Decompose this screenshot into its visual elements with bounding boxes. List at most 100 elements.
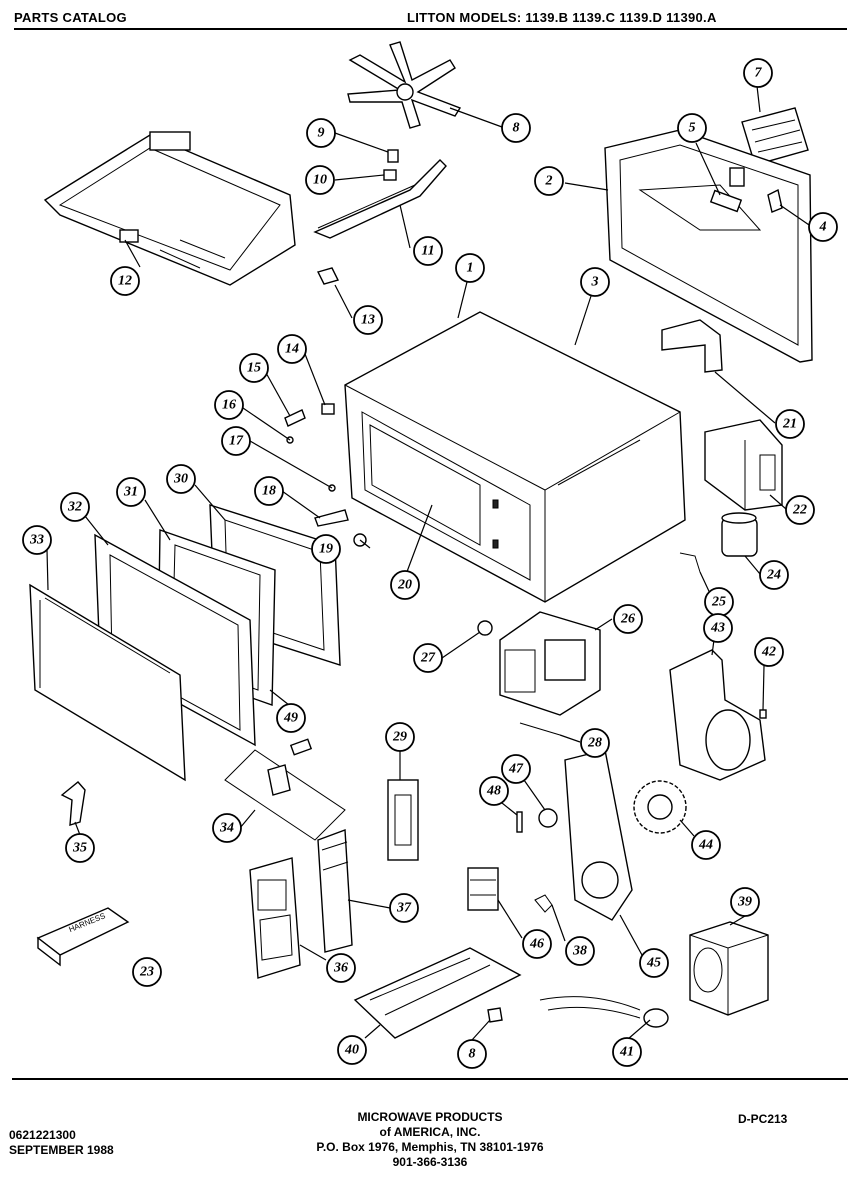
bracket-part: [661, 319, 723, 373]
callout-3: 3: [580, 267, 610, 297]
callout-46: 46: [522, 929, 552, 959]
callout-30: 30: [166, 464, 196, 494]
svg-text:13: 13: [361, 313, 375, 328]
callout-20: 20: [390, 570, 420, 600]
svg-text:19: 19: [319, 542, 333, 557]
svg-text:21: 21: [782, 417, 797, 432]
svg-text:34: 34: [219, 821, 234, 836]
callout-23: 23: [132, 957, 162, 987]
callout-27: 27: [413, 643, 443, 673]
motor-pulley-part: [538, 808, 558, 828]
footer-publisher: MICROWAVE PRODUCTS of AMERICA, INC. P.O.…: [250, 1110, 610, 1170]
svg-text:38: 38: [572, 944, 587, 959]
callout-34: 34: [212, 813, 242, 843]
callout-45: 45: [639, 948, 669, 978]
callout-26: 26: [613, 604, 643, 634]
svg-text:18: 18: [262, 484, 276, 499]
mounting-plate-part: [564, 749, 633, 921]
callout-18: 18: [254, 476, 284, 506]
svg-text:10: 10: [313, 173, 327, 188]
terminal-block-part: [467, 867, 499, 911]
svg-text:36: 36: [333, 961, 348, 976]
callout-9: 9: [306, 118, 336, 148]
footer-left: 0621221300 SEPTEMBER 1988: [9, 1128, 114, 1158]
svg-text:47: 47: [508, 762, 524, 777]
svg-text:33: 33: [29, 533, 44, 548]
door-latch-part: [314, 509, 349, 527]
page-code: D-PC213: [738, 1112, 788, 1126]
base-plate-part: [43, 131, 296, 286]
power-cord-part: [539, 996, 669, 1028]
svg-text:2: 2: [545, 174, 553, 189]
blower-housing-part: [669, 649, 766, 781]
callout-13: 13: [353, 305, 383, 335]
switch-lever-part: [284, 409, 306, 427]
svg-text:23: 23: [139, 965, 154, 980]
svg-text:20: 20: [397, 578, 412, 593]
svg-text:3: 3: [591, 275, 599, 290]
switch-assembly-part: [387, 779, 419, 861]
harness-kit-part: HARNESS: [36, 907, 130, 967]
svg-text:48: 48: [486, 784, 501, 799]
callout-48: 48: [479, 776, 509, 806]
rod-part: [519, 722, 561, 736]
svg-text:17: 17: [229, 434, 244, 449]
svg-text:25: 25: [711, 595, 726, 610]
callout-7: 7: [743, 58, 773, 88]
callout-10: 10: [305, 165, 335, 195]
callout-47: 47: [501, 754, 531, 784]
svg-text:43: 43: [710, 621, 725, 636]
svg-text:27: 27: [420, 651, 436, 666]
outer-cabinet-part: [344, 311, 686, 603]
high-voltage-transformer-part: [499, 611, 601, 716]
callout-44: 44: [691, 830, 721, 860]
ring-part: [477, 620, 493, 636]
callout-15: 15: [239, 353, 269, 383]
callout-35: 35: [65, 833, 95, 863]
circuit-board-part: [317, 829, 353, 953]
svg-text:8: 8: [469, 1047, 476, 1062]
lower-clip-part: [487, 1007, 503, 1023]
models-header: LITTON MODELS: 1139.B 1139.C 1139.D 1139…: [407, 10, 717, 25]
svg-text:7: 7: [755, 66, 763, 81]
screw-rod-part: [516, 811, 523, 833]
cover-plate-part: [741, 107, 809, 166]
callout-49: 49: [276, 703, 306, 733]
callout-28: 28: [580, 728, 610, 758]
svg-text:9: 9: [318, 126, 325, 141]
svg-text:26: 26: [620, 612, 635, 627]
fuse-holder-part: [534, 894, 553, 913]
svg-text:35: 35: [72, 841, 87, 856]
callout-12: 12: [110, 266, 140, 296]
svg-text:39: 39: [737, 895, 752, 910]
catalog-number: 0621221300: [9, 1128, 76, 1142]
callout-14: 14: [277, 334, 307, 364]
svg-text:42: 42: [761, 645, 776, 660]
back-panel-frame-part: [604, 129, 813, 363]
svg-text:16: 16: [222, 398, 236, 413]
svg-text:30: 30: [173, 472, 188, 487]
svg-text:12: 12: [118, 274, 132, 289]
hinge-parts: [224, 738, 346, 841]
publisher-address: P.O. Box 1976, Memphis, TN 38101-1976: [316, 1140, 544, 1154]
callout-16: 16: [214, 390, 244, 420]
control-panel-part: [249, 857, 301, 979]
callout-41: 41: [612, 1037, 642, 1067]
svg-text:31: 31: [123, 485, 138, 500]
callout-43: 43: [703, 613, 733, 643]
callout-8-bottom: 8: [457, 1039, 487, 1069]
wire-clip-part: [679, 552, 701, 573]
fan-wheel-part: [633, 780, 687, 834]
callout-17: 17: [221, 426, 251, 456]
callout-4: 4: [808, 212, 838, 242]
svg-text:22: 22: [792, 503, 807, 518]
svg-text:37: 37: [396, 901, 412, 916]
svg-text:46: 46: [529, 937, 544, 952]
motor-rail-part: [313, 149, 447, 239]
callout-2: 2: [534, 166, 564, 196]
callout-37: 37: [389, 893, 419, 923]
svg-text:45: 45: [646, 956, 661, 971]
capacitor-part: [721, 512, 758, 557]
svg-text:44: 44: [698, 838, 713, 853]
callout-19: 19: [311, 534, 341, 564]
